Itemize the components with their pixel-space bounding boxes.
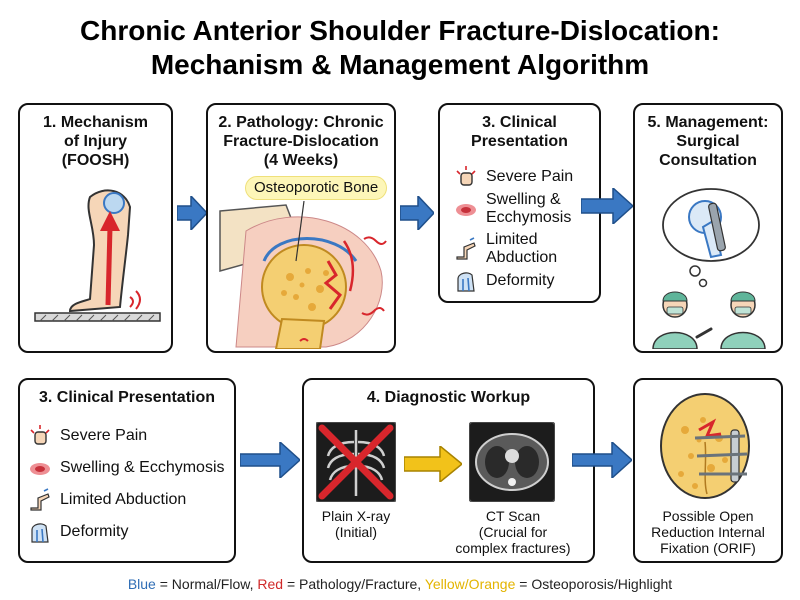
flow-arrow-3 <box>581 188 633 224</box>
symptom-item: Limited Abduction <box>28 488 186 512</box>
title-line-2: Mechanism & Management Algorithm <box>150 49 650 80</box>
foosh-arm-illustration <box>34 189 161 322</box>
legend-yellow-text: = Osteoporosis/Highlight <box>515 576 673 592</box>
symptom-item: Swelling & Ecchymosis <box>454 191 571 227</box>
shoulder-deformity-icon <box>31 523 49 543</box>
clinical-presentation-box-bottom: 3. Clinical Presentation Severe Pain Swe… <box>18 378 236 563</box>
legend-yellow-word: Yellow/Orange <box>424 576 516 592</box>
color-legend: Blue = Normal/Flow, Red = Pathology/Frac… <box>0 576 800 592</box>
ct-caption: CT Scan (Crucial for complex fractures) <box>455 508 571 556</box>
title-line-1: Chronic Anterior Shoulder Fracture-Dislo… <box>80 15 720 46</box>
symptom-item: Severe Pain <box>28 424 147 448</box>
flow-arrow-4 <box>240 442 300 478</box>
osteoporotic-bone-callout: Osteoporotic Bone <box>246 177 387 199</box>
clinical-presentation-bottom-title: 3. Clinical Presentation <box>38 389 216 406</box>
management-box: 5. Management: Surgical Consultation <box>633 103 783 353</box>
symptom-item: Deformity <box>28 520 128 544</box>
orif-box: Possible Open Reduction Internal Fixatio… <box>633 378 783 563</box>
clinical-presentation-top-title: 3. Clinical Presentation <box>471 114 568 150</box>
legend-red-word: Red <box>257 576 284 592</box>
xray-image <box>316 422 396 502</box>
ct-scan-image <box>469 422 555 502</box>
legend-red-text: = Pathology/Fracture, <box>283 576 425 592</box>
fist-pain-icon <box>30 425 50 445</box>
arm-abduction-icon <box>30 488 50 511</box>
flow-arrow-2 <box>400 196 434 230</box>
orif-caption: Possible Open Reduction Internal Fixatio… <box>651 508 765 556</box>
mechanism-box: 1. Mechanism of Injury (FOOSH) <box>18 103 173 353</box>
flow-arrow-1 <box>177 196 207 230</box>
management-title: 5. Management: Surgical Consultation <box>647 114 769 169</box>
diagnostic-next-arrow <box>404 446 462 482</box>
symptom-item: Limited Abduction <box>454 231 557 267</box>
flow-arrow-5 <box>572 442 632 478</box>
mechanism-title: 1. Mechanism of Injury (FOOSH) <box>43 114 148 169</box>
symptom-item: Swelling & Ecchymosis <box>28 456 225 480</box>
fist-pain-icon <box>456 166 476 186</box>
symptom-item: Deformity <box>454 269 554 293</box>
fracture-dislocation-illustration <box>219 201 387 349</box>
arm-abduction-icon <box>456 237 476 260</box>
legend-blue-word: Blue <box>127 576 156 592</box>
swelling-icon <box>456 204 476 216</box>
pathology-box: 2. Pathology: Chronic Fracture-Dislocati… <box>206 103 396 353</box>
swelling-icon <box>30 463 50 475</box>
legend-blue-text: = Normal/Flow, <box>155 576 258 592</box>
diagnostic-workup-title: 4. Diagnostic Workup <box>366 389 531 406</box>
diagnostic-workup-box: 4. Diagnostic Workup Plain X-ray (Initia… <box>302 378 595 563</box>
clinical-presentation-box-top: 3. Clinical Presentation Severe Pain Swe… <box>438 103 601 303</box>
shoulder-deformity-icon <box>457 272 475 292</box>
symptom-item: Severe Pain <box>454 165 573 189</box>
page-title: Chronic Anterior Shoulder Fracture-Dislo… <box>0 14 800 82</box>
orif-bone-illustration <box>660 393 750 499</box>
pathology-title: 2. Pathology: Chronic Fracture-Dislocati… <box>218 114 384 169</box>
xray-caption: Plain X-ray (Initial) <box>321 508 391 540</box>
surgical-consultation-illustration <box>652 188 766 349</box>
